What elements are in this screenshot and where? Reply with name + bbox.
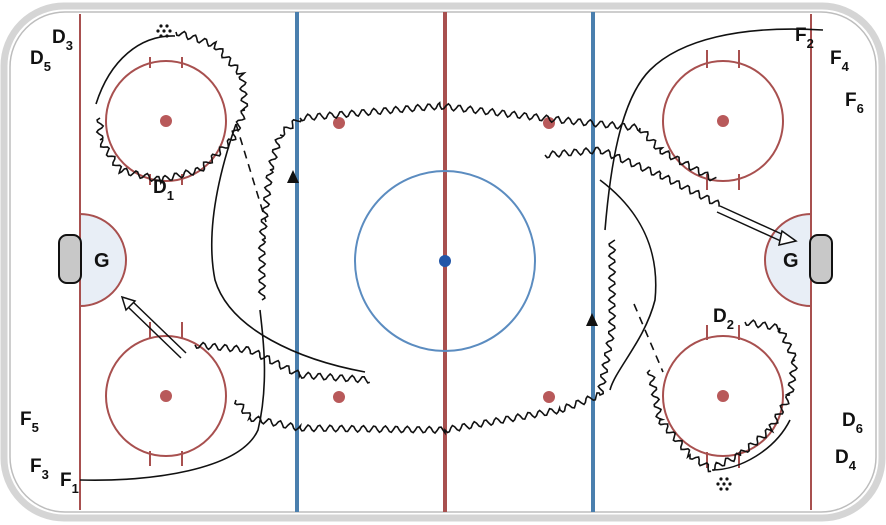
direction-arrow-icon	[287, 170, 299, 183]
player-label-d3: D3	[52, 27, 73, 53]
faceoff-circle-top-right	[662, 50, 784, 190]
puck-pile-icon	[716, 477, 732, 491]
skate-path-left-swoop	[210, 123, 366, 373]
pass-dashed-left	[235, 123, 267, 223]
skate-path-right-swoop	[599, 179, 657, 391]
player-label-d5: D5	[30, 48, 51, 74]
player-label-d6: D6	[842, 410, 863, 436]
puck-route-right-feed	[544, 146, 720, 207]
skate-path-f2	[604, 28, 824, 231]
goalie-left: G	[94, 250, 110, 272]
player-label-f1: F1	[60, 470, 79, 496]
center-dot	[439, 255, 451, 267]
shot-arrow-icon	[120, 295, 187, 359]
player-label-d2: D2	[713, 306, 734, 332]
goalie-right: G	[783, 250, 799, 272]
puck-pile-icon	[156, 24, 172, 38]
skating-paths	[95, 30, 799, 473]
neutral-dot-top-left	[333, 117, 345, 129]
player-label-f5: F5	[20, 409, 39, 435]
player-label-d4: D4	[835, 447, 857, 473]
net-right	[809, 234, 833, 284]
plain-skate-paths	[79, 28, 824, 482]
neutral-dot-bottom-left	[333, 391, 345, 403]
puck-route-main-loop	[257, 101, 717, 301]
skate-path-f1	[79, 309, 266, 482]
player-label-f2: F2	[795, 25, 814, 51]
player-label-f6: F6	[845, 90, 864, 116]
shot-arrow-icon	[716, 205, 798, 247]
puck-route-right-lower	[646, 369, 712, 473]
puck-route-bottom	[233, 239, 617, 436]
pass-dashed-right	[633, 303, 664, 373]
center-circle	[354, 170, 536, 352]
faceoff-circle-top-left	[105, 57, 227, 185]
skate-path-d3-curve	[95, 35, 176, 105]
player-label-f3: F3	[30, 456, 49, 482]
direction-arrow-icon	[586, 313, 598, 326]
puck-route-left-feed	[194, 341, 371, 384]
puck-route-d2	[712, 319, 799, 472]
skate-path-d4-curve	[711, 419, 791, 471]
crease-left	[79, 212, 127, 308]
player-label-f4: F4	[830, 48, 850, 74]
puck-route-d1	[95, 30, 249, 186]
faceoff-circle-bottom-left	[105, 322, 227, 466]
faceoff-circle-bottom-right	[662, 325, 784, 468]
neutral-dot-top-right	[543, 117, 555, 129]
crease-right	[764, 212, 812, 308]
player-label-d1: D1	[153, 177, 174, 203]
net-left	[58, 234, 82, 284]
neutral-dot-bottom-right	[543, 391, 555, 403]
